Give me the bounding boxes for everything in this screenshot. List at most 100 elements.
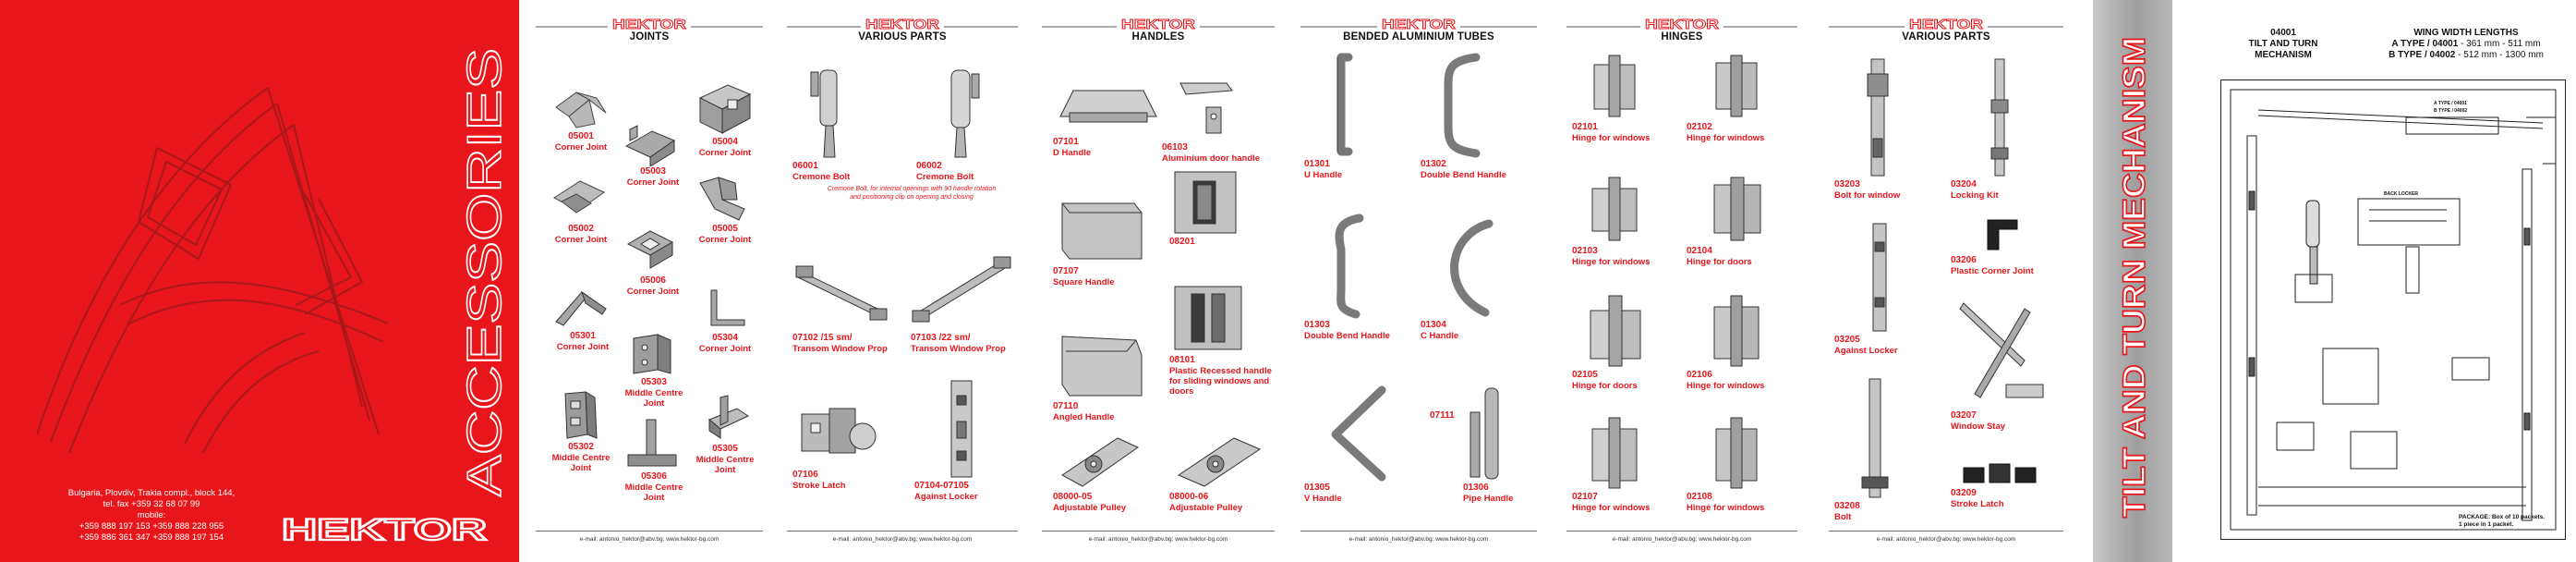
product-code: 03204 xyxy=(1951,179,1977,189)
tech-name-line1: TILT AND TURN xyxy=(2248,39,2318,49)
product-02107: 02107 Hinge for windows xyxy=(1572,414,1674,513)
tech-product-heading: 04001 TILT AND TURN MECHANISM xyxy=(2209,28,2357,61)
product-code: 01306 xyxy=(1463,483,1489,493)
product-02102: 02102 Hinge for windows xyxy=(1687,52,1788,143)
panel-header: HEKTOR xyxy=(1300,11,1537,33)
product-code: 02103 xyxy=(1572,246,1598,256)
svg-text:HEKTOR: HEKTOR xyxy=(1382,17,1456,32)
panel-header-logo: HEKTOR xyxy=(1829,17,2063,32)
c-handle-image xyxy=(1450,219,1494,317)
window-hinge-image xyxy=(1715,55,1758,117)
footer-email: e-mail: antonio_hektor@abv.bg; www.hekto… xyxy=(1088,536,1228,543)
tilt-turn-schematic: A TYPE / 04001 B TYPE / 04002 BACK LOCKE… xyxy=(2230,89,2557,531)
svg-text:HEKTOR: HEKTOR xyxy=(1121,17,1195,32)
footer-email: e-mail: antonio_hektor@abv.bg; www.hekto… xyxy=(1612,536,1752,543)
product-label: Cremone Bolt xyxy=(792,172,851,182)
corner-joint-image xyxy=(710,289,745,326)
tech-wing-title: WING WIDTH LENGTHS xyxy=(2413,28,2519,38)
panel-footer: e-mail: antonio_hektor@abv.bg; www.hekto… xyxy=(787,527,1018,544)
tech-code: 04001 xyxy=(2270,28,2296,38)
product-label: Bolt for window xyxy=(1834,190,1901,201)
address-line: Bulgaria, Plovdiv, Trakia compl., block … xyxy=(67,488,236,498)
product-code: 05004 xyxy=(712,137,738,147)
angled-handle-image xyxy=(1061,336,1143,397)
product-05303: 05303 Middle Centre Joint xyxy=(621,333,687,409)
address-line: tel. fax +359 32 68 07 99 xyxy=(103,499,200,509)
product-label: U Handle xyxy=(1304,170,1343,180)
product-code: 02104 xyxy=(1687,246,1712,256)
tech-drawing: A TYPE / 04001 B TYPE / 04002 BACK LOCKE… xyxy=(2220,79,2566,540)
panel-footer: e-mail: antonio_hektor@abv.bg; www.hekto… xyxy=(1566,527,1797,544)
middle-joint-image xyxy=(564,391,598,439)
tech-type-a: A TYPE / 04001 xyxy=(2391,39,2459,49)
product-label: C Handle xyxy=(1421,331,1459,341)
product-code: 08201 xyxy=(1169,237,1195,247)
panel-title: HINGES xyxy=(1661,31,1703,43)
product-label: Hinge for windows xyxy=(1687,133,1765,143)
product-label: Corner Joint xyxy=(556,342,610,352)
product-code: 06001 xyxy=(792,161,818,171)
product-label: Hinge for windows xyxy=(1687,381,1765,391)
product-05305: 05305 Middle Centre Joint xyxy=(691,388,759,475)
window-hinge-image xyxy=(1591,177,1638,241)
corner-joint-image xyxy=(624,125,676,166)
product-label: V Handle xyxy=(1304,494,1342,504)
product-02101: 02101 Hinge for windows xyxy=(1572,52,1674,143)
tech-sheet-panel: 04001 TILT AND TURN MECHANISM WING WIDTH… xyxy=(2209,0,2576,562)
product-code: 01303 xyxy=(1304,320,1330,330)
product-code: 02102 xyxy=(1687,122,1712,132)
product-label: Hinge for windows xyxy=(1572,133,1651,143)
product-code: 02106 xyxy=(1687,370,1712,380)
product-code: 05302 xyxy=(568,442,594,452)
window-bolt-image xyxy=(1867,58,1889,177)
svg-text:HEKTOR: HEKTOR xyxy=(865,17,939,32)
tech-type-b-label: B TYPE / 04002 xyxy=(2434,108,2467,114)
product-07110: 07110 Angled Handle xyxy=(1053,331,1155,422)
product-code: 05306 xyxy=(641,471,667,482)
product-05001: 05001 Corner Joint xyxy=(549,79,613,153)
aluminium-door-handle-image xyxy=(1179,82,1233,134)
panel-header-logo: HEKTOR xyxy=(1566,17,1797,32)
product-01302: 01302 Double Bend Handle xyxy=(1421,52,1531,180)
product-label: Against Locker xyxy=(914,492,978,502)
product-code: 07107 xyxy=(1053,266,1079,276)
product-code: 07101 xyxy=(1053,137,1079,147)
product-07101: 07101 D Handle xyxy=(1053,70,1164,158)
product-03207: 03207 Window Stay xyxy=(1951,296,2052,432)
product-05306: 05306 Middle Centre Joint xyxy=(619,418,689,503)
product-label: Window Stay xyxy=(1951,422,2006,432)
product-07102: 07102 /15 sm/ Transom Window Prop xyxy=(792,250,894,354)
stroke-latch-image xyxy=(801,408,877,454)
panel-hinges: HEKTOR HINGES 02101 Hinge for windows 02… xyxy=(1566,0,1797,562)
product-code: 01305 xyxy=(1304,483,1330,493)
product-code: 05001 xyxy=(568,131,594,141)
product-label: Locking Kit xyxy=(1951,190,1999,201)
cremone-bolt-image xyxy=(810,69,838,158)
product-code: 02101 xyxy=(1572,122,1598,132)
product-code: 08101 xyxy=(1169,355,1195,365)
product-label: Middle Centre Joint xyxy=(551,453,611,473)
middle-joint-image xyxy=(633,334,671,374)
product-03204: 03204 Locking Kit xyxy=(1951,55,2052,201)
corner-joint-image xyxy=(555,92,607,128)
package-line: PACKAGE: Box of 10 packets. xyxy=(2459,514,2546,520)
square-handle-image xyxy=(1061,202,1143,260)
product-label: Transom Window Prop xyxy=(911,344,1006,354)
product-label: Middle Centre Joint xyxy=(624,388,683,409)
product-code: 05002 xyxy=(568,224,594,234)
product-code: 05304 xyxy=(712,333,738,343)
product-03208: 03208 Bolt xyxy=(1834,375,1936,522)
against-locker-image xyxy=(950,380,973,478)
panel-footer: e-mail: antonio_hektor@abv.bg; www.hekto… xyxy=(1829,527,2063,544)
product-code: 03208 xyxy=(1834,501,1860,511)
window-stay-image xyxy=(1959,302,2044,398)
product-label: Hinge for windows xyxy=(1572,503,1651,513)
product-code: 07102 /15 sm/ xyxy=(792,333,853,343)
product-05003: 05003 Corner Joint xyxy=(617,113,689,188)
panel-various-parts-1: HEKTOR VARIOUS PARTS 06001 Cremone Bolt … xyxy=(787,0,1018,562)
product-label: Hinge for doors xyxy=(1687,257,1752,267)
product-05302: 05302 Middle Centre Joint xyxy=(549,388,613,473)
product-label: Plastic Corner Joint xyxy=(1951,266,2034,276)
door-hinge-image xyxy=(1713,177,1761,241)
product-01306: 01306 Pipe Handle xyxy=(1463,383,1535,504)
